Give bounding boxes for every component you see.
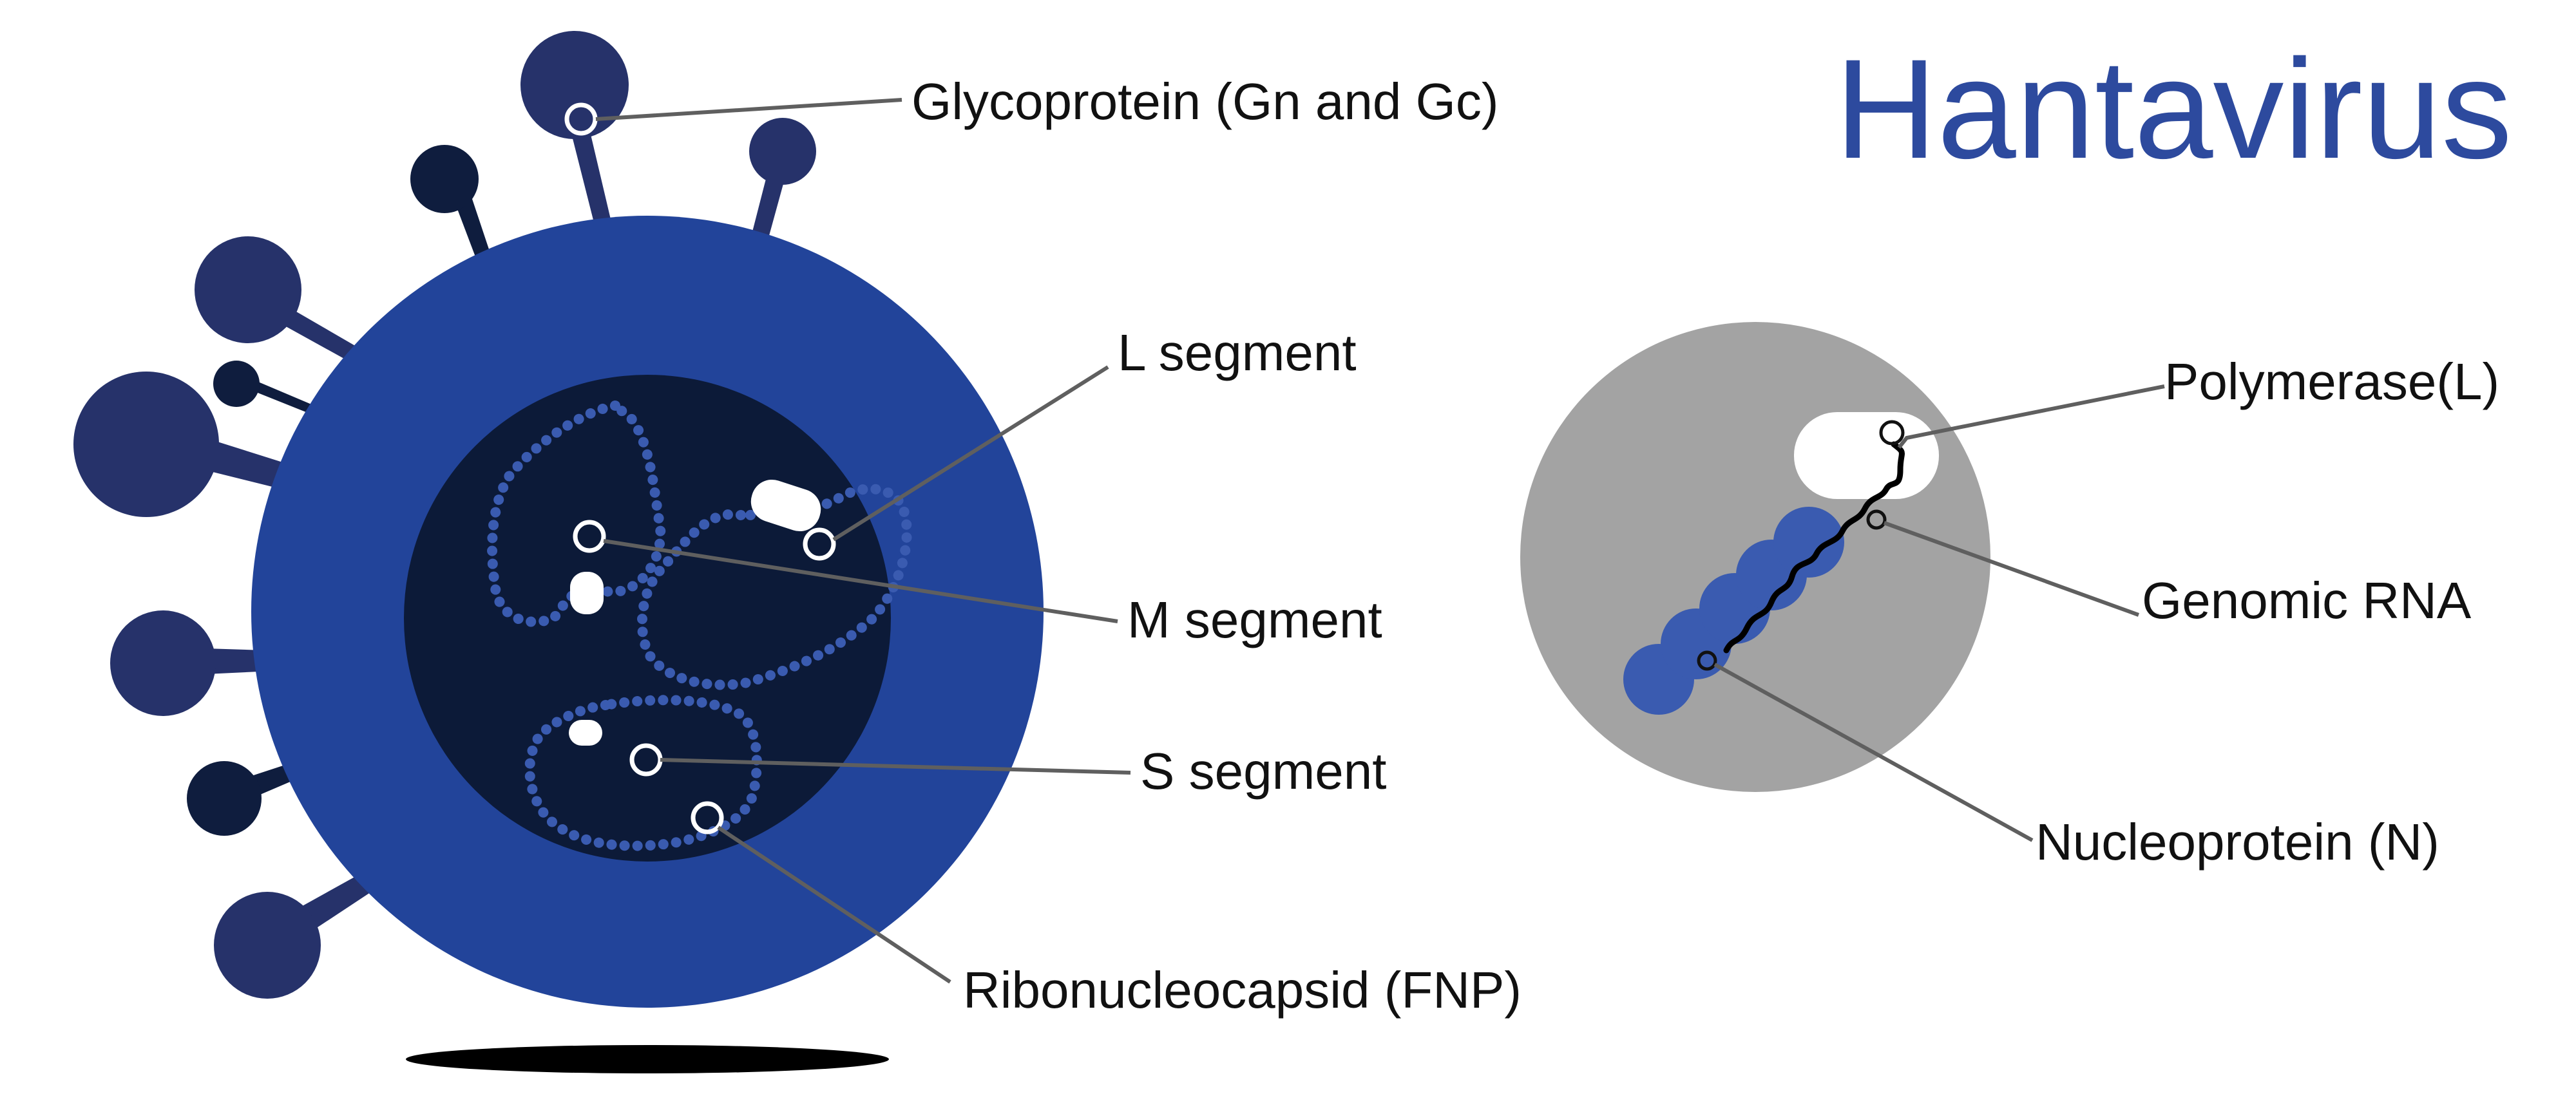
leader-lines	[595, 98, 2165, 984]
polymerase-l	[1794, 412, 1939, 499]
nucleoprotein-label: Nucleoprotein (N)	[2036, 813, 2439, 871]
nucleoprotein-leader	[1713, 663, 2034, 842]
viral-core	[404, 375, 891, 862]
glycoprotein-marker	[564, 102, 598, 136]
m-segment-leader	[603, 539, 1118, 623]
diagram-title: Hantavirus	[1835, 30, 2512, 188]
l-segment-rnp	[487, 400, 666, 627]
labels: Glycoprotein (Gn and Gc) L segment M seg…	[911, 73, 2499, 1019]
glycoprotein-label: Glycoprotein (Gn and Gc)	[911, 73, 1498, 130]
rnp-polymerase	[570, 572, 604, 614]
nucleoprotein-subunit	[1773, 507, 1844, 578]
nucleocapsid-detail	[1520, 322, 1990, 792]
l-segment-marker	[803, 527, 836, 561]
genomic-rna-strand	[1723, 441, 1905, 654]
s-segment-label: S segment	[1140, 742, 1386, 800]
glycoprotein-leader	[595, 98, 902, 121]
ribonucleocapsid-marker	[691, 801, 724, 834]
polymerase-marker	[1879, 420, 1905, 446]
m-segment-marker	[573, 520, 606, 553]
glycoprotein-spike	[213, 361, 322, 417]
virion	[73, 31, 1044, 1073]
polymerase-label: Polymerase(L)	[2164, 353, 2499, 410]
ribonucleocapsid-label: Ribonucleocapsid (FNP)	[963, 961, 1522, 1019]
l-segment-leader	[832, 365, 1109, 542]
l-segment-label: L segment	[1118, 324, 1357, 381]
m-segment-rnp	[636, 479, 912, 690]
s-segment-leader	[660, 758, 1131, 775]
nucleoprotein-marker	[1697, 650, 1717, 671]
s-segment-rnp	[524, 695, 762, 851]
genomic-rna-leader	[1883, 521, 2140, 617]
genomic-rna-label: Genomic RNA	[2142, 572, 2472, 629]
rnp-polymerase	[750, 479, 821, 532]
ribonucleocapsid-leader	[717, 825, 951, 984]
polymerase-leader	[1897, 384, 2165, 449]
genomic-rna-marker	[1866, 509, 1887, 530]
rnp-polymerase	[569, 720, 602, 746]
virion-shadow	[406, 1045, 889, 1073]
m-segment-label: M segment	[1127, 591, 1382, 648]
